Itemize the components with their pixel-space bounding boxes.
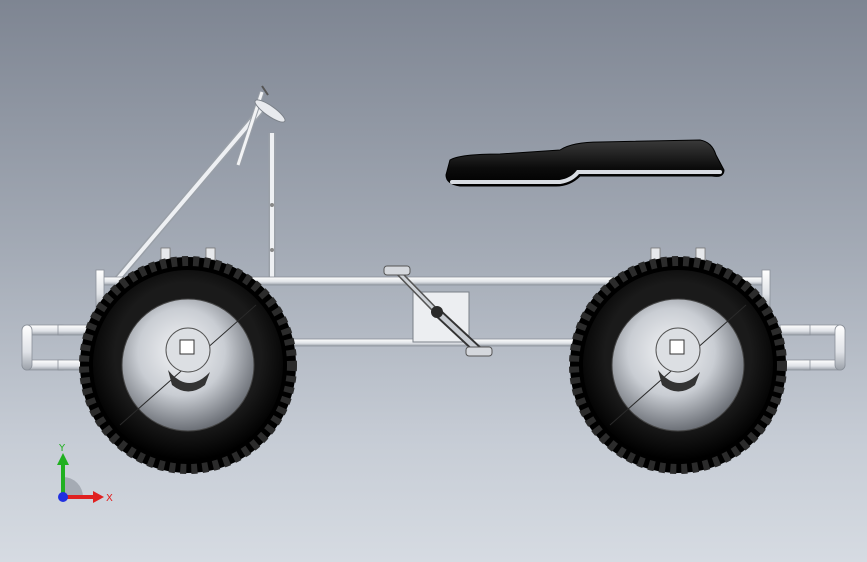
z-axis-icon <box>58 492 68 502</box>
y-axis-label: Y <box>58 443 66 454</box>
pedal-crank[interactable] <box>383 265 493 357</box>
rear-bumper[interactable] <box>779 324 846 371</box>
x-axis-label: X <box>106 493 113 504</box>
seat[interactable] <box>445 139 725 187</box>
front-bumper[interactable] <box>21 324 89 371</box>
rear-wheel[interactable] <box>569 256 787 474</box>
steering-column[interactable] <box>112 85 288 285</box>
coordinate-triad: Y X <box>57 443 113 504</box>
triad-plane-icon <box>63 477 83 497</box>
front-wheel[interactable] <box>79 256 297 474</box>
